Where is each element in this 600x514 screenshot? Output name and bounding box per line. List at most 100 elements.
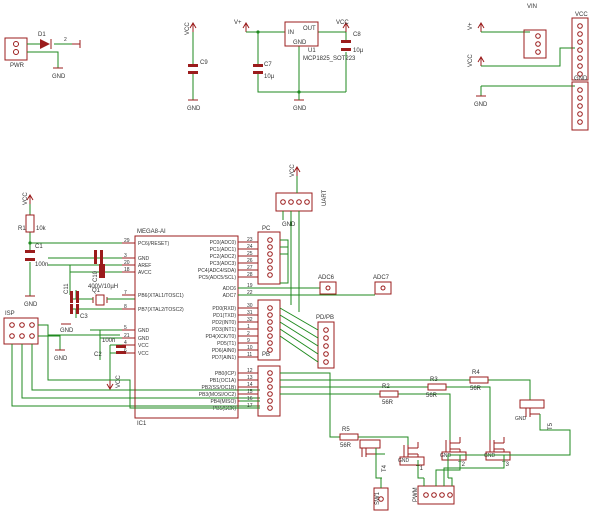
uart-header[interactable]: UART	[275, 189, 328, 212]
adc7-label: ADC7	[373, 275, 390, 281]
ic-pin-number: 12	[247, 368, 253, 374]
resistor-r1[interactable]: R1 10k	[18, 214, 47, 233]
ic-right-pin: PC0(ADC0)23	[210, 237, 258, 246]
ic-pin-number: 3	[124, 253, 127, 259]
ic-right-pin: PB0(ICP) 12	[215, 368, 258, 377]
vcc-label-r1: VCC	[23, 192, 29, 205]
u1-gnd-label: GND	[293, 40, 307, 46]
ic-pin-name: PB0(ICP)	[215, 371, 236, 377]
ic-pin-name: GND	[138, 328, 150, 334]
resistor-r2[interactable]: R2 56R	[379, 384, 399, 406]
ic-pin-name: PD4(XCK/T0)	[205, 334, 236, 340]
vcc-arrow-c8: VCC	[336, 20, 350, 32]
pc-label: PC	[262, 226, 271, 232]
ic-pin-name: PB2(SS/OC1B)	[202, 385, 237, 391]
r1-label: R1	[18, 226, 26, 232]
pb-label-pd: PB	[262, 352, 270, 358]
uart-label: UART	[322, 189, 328, 206]
resistor-r4[interactable]: R4 56R	[469, 370, 489, 392]
mcu-ic1[interactable]: MEGA8-AI IC1 PC6(/RESET)29GND3AREF20AVCC…	[122, 229, 258, 427]
diode-d1[interactable]: D1	[38, 32, 52, 49]
pwm-connector[interactable]: PWM	[413, 485, 455, 505]
vcc-arrow-c9: VCC	[185, 22, 197, 35]
resistor-r5[interactable]: R5 56R	[339, 427, 359, 449]
capacitor-c1[interactable]: C1 100n	[25, 244, 48, 268]
adc7-pad[interactable]: ADC7	[373, 275, 392, 295]
ic-right-pin: PC3(ADC3)26	[210, 258, 258, 267]
r3-value: 56R	[426, 393, 438, 399]
pc-header[interactable]: PC	[257, 226, 281, 285]
transistor-t1[interactable]: T1	[399, 442, 425, 472]
ic-right-pin: PC4(ADC4/SDA)27	[198, 265, 258, 274]
pd-header[interactable]: PB	[257, 299, 281, 361]
vin-flag-d1	[72, 40, 81, 48]
capacitor-c11[interactable]: C11	[64, 283, 79, 303]
capacitor-c3[interactable]: C3	[70, 304, 88, 320]
ic-pin-name: VCC	[138, 351, 149, 357]
capacitor-c10[interactable]: C10	[93, 250, 103, 282]
inductor-c4[interactable]: 400V/10µH	[88, 264, 118, 290]
ic-pin-number: 10	[247, 345, 253, 351]
gnd-label-vin: GND	[474, 102, 488, 108]
mega-label: MEGA8-AI	[137, 229, 166, 235]
gnd-symbol-pwr: GND	[52, 67, 66, 80]
d1-net-num: 2	[64, 37, 67, 43]
capacitor-c2[interactable]: C2 100n	[94, 338, 126, 358]
ic-pin-number: 23	[247, 237, 253, 243]
header-vin-3pin[interactable]	[523, 29, 547, 59]
vcc-label-c8: VCC	[336, 20, 349, 26]
pwr-connector[interactable]: PWR	[4, 37, 28, 69]
c1-label: C1	[35, 244, 43, 250]
vcc-arrow-r1: VCC	[23, 192, 34, 205]
ic1-label: IC1	[137, 421, 147, 427]
q1-label: Q1	[92, 288, 101, 294]
r5-label: R5	[342, 427, 350, 433]
pb-header[interactable]	[257, 365, 281, 417]
vcc-rail-label: VCC	[575, 12, 588, 18]
transistor-t3[interactable]: T3	[485, 437, 511, 468]
gnd-label-u1: GND	[293, 106, 307, 112]
transistor-t4[interactable]: T4	[359, 439, 388, 472]
gnd-symbol-crystal: GND	[60, 323, 74, 334]
vcc-label-vin: VCC	[468, 54, 474, 67]
ic-pin-number: 24	[247, 244, 253, 250]
u1-part-label: MCP1825_SOT223	[303, 56, 356, 62]
ic-pin-name: PC3(ADC3)	[210, 261, 237, 267]
ic-right-pin: PD7(AIN1)11	[212, 352, 258, 361]
header-gnd-rail[interactable]: GND	[571, 76, 589, 131]
gnd-label-c9: GND	[187, 106, 201, 112]
isp-header[interactable]: ISP	[3, 311, 39, 345]
ic-pin-name: ADC6	[223, 286, 237, 292]
c10-label: C10	[93, 270, 99, 282]
ic-left-pins: PC6(/RESET)29GND3AREF20AVCC18PB6(XTAL1/T…	[122, 238, 184, 357]
gnd-label-isp: GND	[54, 356, 68, 362]
ic-pin-name: PD7(AIN1)	[212, 355, 237, 361]
ic-right-pin: PD4(XCK/T0)2	[205, 331, 258, 340]
ic-pin-number: 17	[247, 403, 253, 409]
capacitor-c9[interactable]: C9	[188, 60, 208, 74]
ic-right-pin: PC1(ADC1)24	[210, 244, 258, 253]
pdpb-header[interactable]: PD/PB	[316, 315, 335, 369]
sw1-connector[interactable]: SW1	[373, 487, 389, 511]
crystal-q1[interactable]: Q1	[92, 288, 108, 306]
header-vcc-rail[interactable]: VCC	[571, 12, 589, 81]
regulator-u1[interactable]: IN OUT GND U1 MCP1825_SOT223	[284, 21, 356, 62]
capacitor-c8[interactable]: C8 10µ	[341, 32, 364, 54]
gnd-label-c1: GND	[24, 302, 38, 308]
ic-pin-name: PD5(T1)	[217, 341, 236, 347]
transistor-t5[interactable]: T5	[519, 399, 554, 430]
adc6-pad[interactable]: ADC6	[318, 275, 337, 295]
ic-pin-name: PC5(ADC5/SCL)	[198, 275, 236, 281]
u1-in-label: IN	[288, 30, 294, 36]
capacitor-c7[interactable]: C7 10µ	[253, 62, 275, 80]
gnd-symbol-vin: GND	[474, 95, 488, 108]
ic-pin-name: PB4(MISO)	[210, 399, 236, 405]
resistor-r3[interactable]: R3 56R	[426, 377, 447, 399]
vcc-label-uart: VCC	[290, 164, 296, 177]
transistor-t2[interactable]: T2	[441, 437, 467, 468]
ic-pin-name: PD1(TXD)	[213, 313, 236, 319]
vin-label: VIN	[527, 4, 537, 10]
ic-pin-number: 15	[247, 389, 253, 395]
